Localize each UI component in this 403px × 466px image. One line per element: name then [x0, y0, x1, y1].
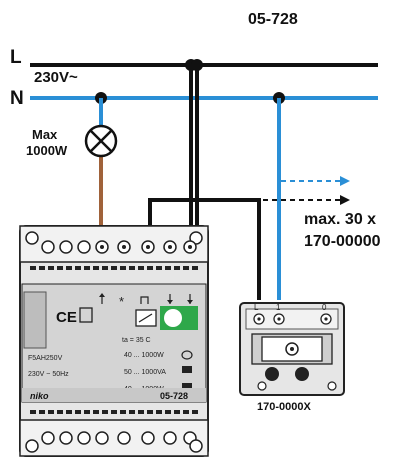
top-terminals	[41, 240, 197, 254]
rating-2: 50 ... 1000VA	[124, 369, 166, 376]
neutral-line-label: N	[10, 88, 24, 109]
module-code: 05-728	[160, 391, 188, 401]
live-line-label: L	[10, 47, 22, 68]
pushbutton-terminal-1: 1	[276, 303, 281, 312]
din-module: * CE ta = 35 C 40 ... 1000W 50 ... 1000V…	[19, 225, 209, 457]
electronic-load-icon	[182, 383, 192, 390]
bottom-terminals	[41, 431, 197, 445]
terminal-arrows	[99, 293, 193, 304]
rating-1: 40 ... 1000W	[124, 352, 164, 359]
transformer-load-icon	[182, 366, 192, 373]
lamp-load-icon	[181, 350, 193, 360]
extension-text-1: max. 30 x	[304, 211, 376, 228]
extension-arrows	[263, 176, 350, 205]
pushbutton	[239, 302, 345, 396]
lamp-icon	[84, 124, 118, 158]
switch-control-wire	[148, 198, 261, 300]
module-supply: 230V ~ 50Hz	[28, 371, 69, 378]
module-model-name: F5AH250V	[28, 355, 63, 362]
indicator-led	[164, 309, 182, 327]
model-code-title: 05-728	[248, 11, 298, 28]
voltage-label: 230V~	[34, 69, 78, 86]
brand-logo: niko	[30, 391, 49, 401]
pushbutton-terminal-0: 0	[322, 303, 327, 312]
transformer-icon	[79, 307, 93, 323]
lamp-power-label: 1000W	[26, 143, 68, 158]
lamp-max-label: Max	[32, 127, 58, 142]
star-symbol: *	[119, 294, 124, 309]
pushbutton-terminal-l: L	[254, 303, 259, 312]
temp-label: ta = 35 C	[122, 337, 151, 344]
pushbutton-label: 170-0000X	[257, 401, 311, 413]
ce-mark: CE	[56, 309, 77, 326]
extension-text-2: 170-00000	[304, 233, 381, 250]
